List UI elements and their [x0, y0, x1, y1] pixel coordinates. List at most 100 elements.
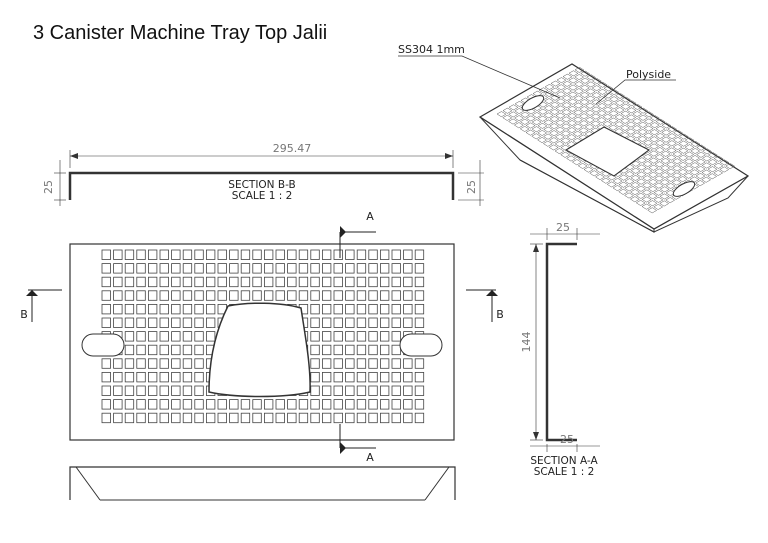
iso-perforation-hole: [641, 189, 652, 196]
iso-perforation-hole: [595, 174, 605, 180]
perforation-hole: [240, 399, 251, 410]
perforation-hole: [159, 290, 169, 301]
iso-perforation-hole: [655, 140, 665, 146]
iso-perforation-hole: [566, 155, 576, 162]
perforation-hole: [252, 249, 262, 260]
iso-perforation-hole: [549, 101, 560, 108]
perforation-hole: [356, 290, 367, 301]
perforation-hole: [379, 276, 390, 288]
perforation-hole: [368, 344, 378, 356]
perforation-hole: [345, 263, 355, 274]
perforation-hole: [124, 276, 135, 288]
perforation-hole: [345, 358, 355, 369]
iso-perforation-hole: [614, 100, 625, 106]
perforation-hole: [263, 399, 274, 410]
iso-perforation-hole: [672, 151, 683, 158]
section-bb-height-dim-left: 25: [42, 180, 55, 194]
iso-perforation-hole: [618, 188, 629, 195]
perforation-hole: [182, 290, 193, 301]
iso-perforation-hole: [632, 118, 642, 125]
perforation-hole: [379, 290, 390, 301]
perforation-hole: [414, 249, 425, 260]
perforation-hole: [159, 344, 169, 356]
perforation-hole: [194, 371, 204, 383]
perforation-hole: [275, 263, 285, 274]
iso-perforation-hole: [665, 183, 676, 189]
perforation-hole: [113, 263, 123, 274]
iso-perforation-hole: [695, 158, 706, 165]
perforation-hole: [113, 317, 123, 328]
material-callout: SS304 1mm: [398, 43, 465, 56]
perforation-hole: [310, 331, 320, 342]
iso-perforation-hole: [579, 106, 590, 113]
iso-perforation-hole: [574, 81, 584, 88]
iso-perforation-hole: [719, 159, 730, 166]
iso-perforation-hole: [537, 115, 548, 122]
perforation-hole: [171, 331, 181, 342]
iso-perforation-hole: [513, 122, 524, 129]
perforation-hole: [113, 249, 123, 260]
iso-perforation-hole: [597, 96, 608, 102]
perforation-hole: [391, 331, 401, 342]
section-aa-top-flange-dim: 25: [556, 221, 570, 234]
section-aa-height-dim: 144: [520, 332, 533, 353]
iso-perforation-hole: [573, 95, 584, 102]
plan-view: [69, 243, 455, 441]
iso-perforation-hole: [560, 137, 571, 144]
perforation-hole: [101, 385, 111, 396]
iso-perforation-hole: [684, 137, 695, 144]
section-bb-label: SECTION B-B: [228, 179, 295, 191]
perforation-hole: [321, 263, 332, 274]
perforation-hole: [113, 290, 123, 301]
perforation-hole: [414, 412, 425, 424]
iso-perforation-hole: [689, 169, 700, 176]
perforation-hole: [136, 385, 146, 396]
iso-perforation-hole: [654, 168, 665, 175]
iso-perforation-hole: [629, 196, 640, 203]
perforation-hole: [252, 399, 262, 410]
iso-perforation-hole: [677, 176, 688, 183]
perforation-hole: [124, 331, 135, 342]
perforation-hole: [194, 317, 204, 328]
iso-perforation-hole: [572, 123, 583, 130]
iso-perforation-hole: [649, 136, 660, 143]
iso-perforation-hole: [647, 200, 658, 207]
cut-marker-b-right: B: [496, 308, 504, 321]
iso-perforation-hole: [713, 162, 724, 169]
perforation-hole: [345, 331, 355, 342]
perforation-hole: [101, 263, 111, 274]
perforation-hole: [205, 249, 216, 260]
perforation-hole: [194, 290, 204, 301]
iso-perforation-hole: [549, 116, 560, 122]
iso-perforation-hole: [620, 117, 631, 124]
plan-center-cutout: [208, 302, 311, 398]
perforation-hole: [298, 249, 309, 260]
iso-perforation-hole: [589, 170, 600, 177]
iso-perforation-hole: [584, 117, 595, 123]
perforation-hole: [287, 290, 297, 301]
section-aa-profile: [545, 242, 577, 442]
perforation-hole: [159, 249, 169, 260]
perforation-hole: [391, 317, 401, 328]
perforation-hole: [229, 276, 239, 288]
iso-perforation-hole: [554, 148, 565, 155]
iso-perforation-hole: [643, 125, 654, 132]
perforation-hole: [205, 399, 216, 410]
iso-perforation-hole: [696, 151, 706, 158]
perforation-hole: [333, 371, 343, 383]
perforation-hole: [229, 290, 239, 301]
iso-perforation-hole: [508, 104, 519, 111]
perforation-hole: [379, 263, 390, 274]
perforation-hole: [136, 276, 146, 288]
iso-perforation-hole: [636, 185, 646, 192]
perforation-hole: [240, 263, 251, 274]
iso-perforation-hole: [602, 106, 613, 113]
iso-perforation-hole: [660, 158, 671, 164]
section-bb-view: [54, 150, 484, 206]
perforation-hole: [252, 412, 262, 424]
iso-perforation-hole: [514, 115, 524, 122]
iso-perforation-hole: [707, 166, 718, 173]
iso-cutout: [564, 126, 651, 177]
iso-perforation-hole: [603, 85, 614, 92]
iso-perforation-hole: [653, 189, 664, 196]
